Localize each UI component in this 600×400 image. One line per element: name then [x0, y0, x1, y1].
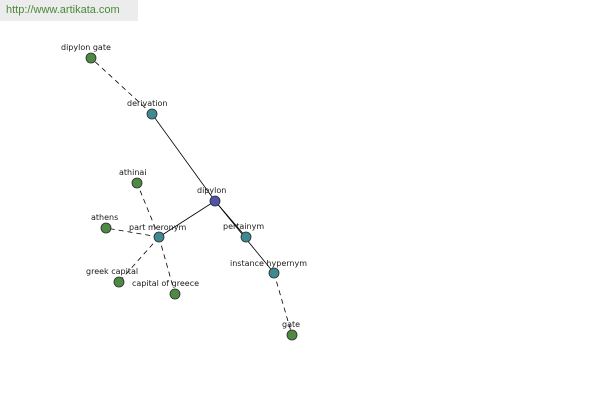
edge-part-meronym-to-capital-of-greece: [158, 236, 176, 295]
edge-dipylon-to-derivation: [151, 113, 216, 202]
edge-instance-hypernym-to-gate: [273, 272, 293, 336]
node-label-athens: athens: [91, 213, 118, 222]
node-dot-capital-of-greece[interactable]: [169, 288, 181, 300]
node-derivation[interactable]: derivation: [127, 99, 167, 120]
node-gate[interactable]: gate: [282, 320, 300, 341]
node-athens[interactable]: athens: [91, 213, 118, 234]
site-url-link[interactable]: http://www.artikata.com: [0, 0, 138, 21]
node-dot-pertainym[interactable]: [240, 231, 252, 243]
node-instance-hypernym[interactable]: instance hypernym: [230, 259, 307, 279]
node-dot-gate[interactable]: [286, 329, 298, 341]
edges-layer: [90, 57, 293, 336]
node-pertainym[interactable]: pertainym: [223, 222, 264, 243]
node-label-instance-hypernym: instance hypernym: [230, 259, 307, 268]
node-dot-instance-hypernym[interactable]: [268, 267, 280, 279]
node-dot-dipylon[interactable]: [209, 195, 221, 207]
edge-dipylon-to-part-meronym: [158, 200, 216, 238]
node-athinai[interactable]: athinai: [119, 168, 147, 189]
edge-part-meronym-to-athinai: [136, 182, 160, 238]
edge-part-meronym-to-greek-capital: [118, 236, 160, 283]
node-dipylon-gate[interactable]: dipylon gate: [61, 43, 111, 64]
node-dot-derivation[interactable]: [146, 108, 158, 120]
node-greek-capital[interactable]: greek capital: [86, 267, 138, 288]
node-label-capital-of-greece: capital of greece: [132, 279, 199, 288]
node-label-gate: gate: [282, 320, 300, 329]
node-dot-dipylon-gate[interactable]: [85, 52, 97, 64]
node-part-meronym[interactable]: part meronym: [129, 223, 186, 243]
node-dot-athinai[interactable]: [131, 177, 143, 189]
node-dot-part-meronym[interactable]: [153, 231, 165, 243]
node-dipylon[interactable]: dipylon: [197, 186, 226, 207]
node-label-dipylon-gate: dipylon gate: [61, 43, 111, 52]
node-label-part-meronym: part meronym: [129, 223, 186, 232]
node-dot-athens[interactable]: [100, 222, 112, 234]
node-label-pertainym: pertainym: [223, 222, 264, 231]
node-label-athinai: athinai: [119, 168, 147, 177]
node-label-greek-capital: greek capital: [86, 267, 138, 276]
edge-derivation-to-dipylon-gate: [90, 57, 153, 115]
node-label-dipylon: dipylon: [197, 186, 226, 195]
node-label-derivation: derivation: [127, 99, 167, 108]
node-dot-greek-capital[interactable]: [113, 276, 125, 288]
node-capital-of-greece[interactable]: capital of greece: [132, 279, 199, 300]
nodes-layer: dipylon derivation pertainym instance hyper…: [61, 43, 307, 341]
